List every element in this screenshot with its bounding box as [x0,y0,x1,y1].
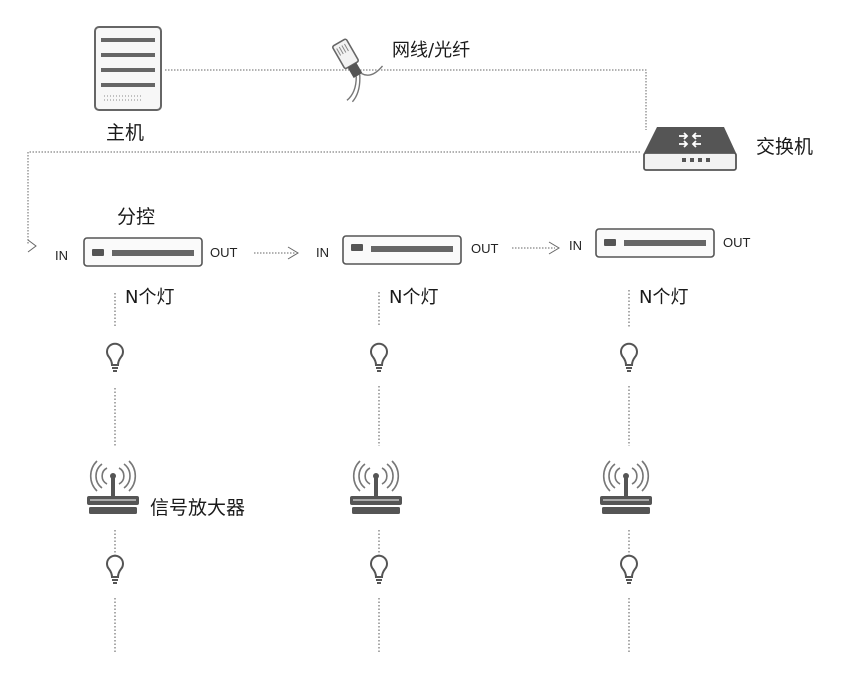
controller-icon [342,235,462,265]
server-icon [94,26,162,111]
light-bulb-icon [620,554,638,584]
cable-label: 网线/光纤 [392,40,471,61]
network-switch-icon [643,127,737,171]
light-bulb-icon [370,554,388,584]
cable-connector-icon [332,38,384,103]
controller-label: 分控 [117,206,156,228]
signal-amplifier-icon [86,460,140,515]
arrow-to-in-2 [287,246,299,260]
light-bulb-icon [106,554,124,584]
arrow-to-in-1 [27,239,37,253]
switch-label: 交换机 [756,136,814,158]
host-to-switch-line [165,69,647,130]
lights-count-label-2: N个灯 [389,287,439,308]
signal-amplifier-icon [599,460,653,515]
arrow-to-in-3 [548,241,560,255]
out-port-label-3: OUT [723,235,751,250]
in-port-label-2: IN [316,245,329,260]
connection-lines [27,69,647,254]
host-label: 主机 [106,122,145,144]
lights-count-label-1: N个灯 [125,287,175,308]
controller-icon [595,228,715,258]
light-bulb-icon [620,342,638,372]
light-bulb-icon [370,342,388,372]
in-port-label-3: IN [569,238,582,253]
controller-icon [83,237,203,267]
in-port-label-1: IN [55,248,68,263]
switch-to-controller-line [27,151,640,245]
light-bulb-icon [106,342,124,372]
signal-amplifier-label: 信号放大器 [150,497,246,519]
signal-amplifier-icon [349,460,403,515]
out-port-label-1: OUT [210,245,238,260]
lights-count-label-3: N个灯 [639,287,689,308]
out-port-label-2: OUT [471,241,499,256]
